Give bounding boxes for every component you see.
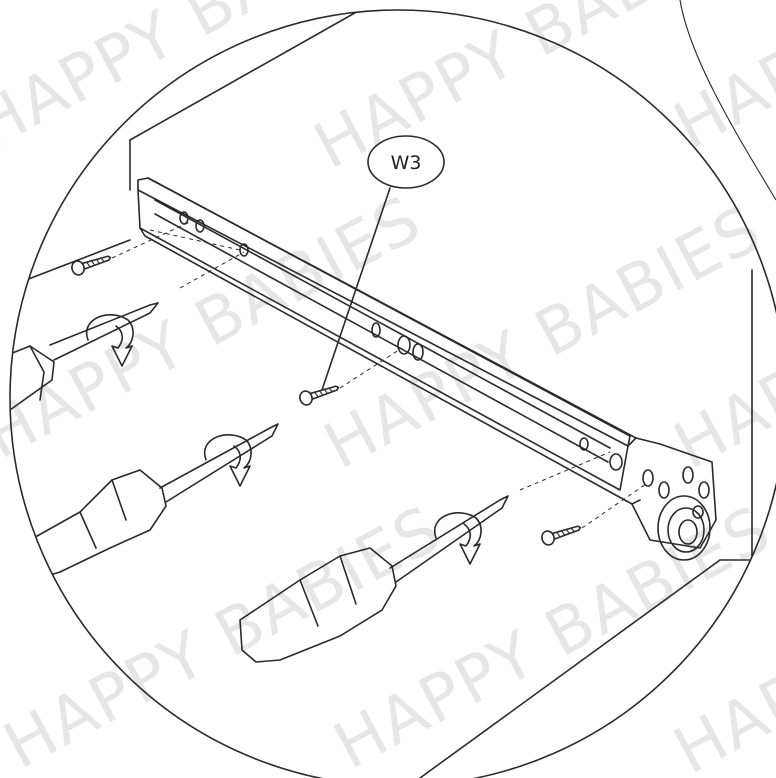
watermark-text: HAPPY BABIES <box>663 0 776 164</box>
alignment-line <box>111 221 191 259</box>
callout-w3: W3 <box>321 135 445 391</box>
detail-circle <box>9 9 776 778</box>
callout-leader <box>321 187 391 391</box>
screw <box>299 385 340 406</box>
rotation-arrow-icon <box>85 314 134 367</box>
callout-bubble <box>367 135 445 189</box>
callout-label: W3 <box>391 152 422 174</box>
outer-arc <box>679 0 776 201</box>
rotation-arrow-icon <box>203 434 252 487</box>
screwdriver <box>239 495 509 663</box>
rotation-arrow-icon <box>433 512 482 565</box>
screw <box>71 255 112 276</box>
screwdriver <box>29 423 279 579</box>
screw <box>541 525 582 546</box>
alignment-line <box>581 483 647 529</box>
drawer-slide-rail <box>137 177 717 549</box>
alignment-line <box>519 451 611 491</box>
slide-wheel <box>657 495 711 561</box>
